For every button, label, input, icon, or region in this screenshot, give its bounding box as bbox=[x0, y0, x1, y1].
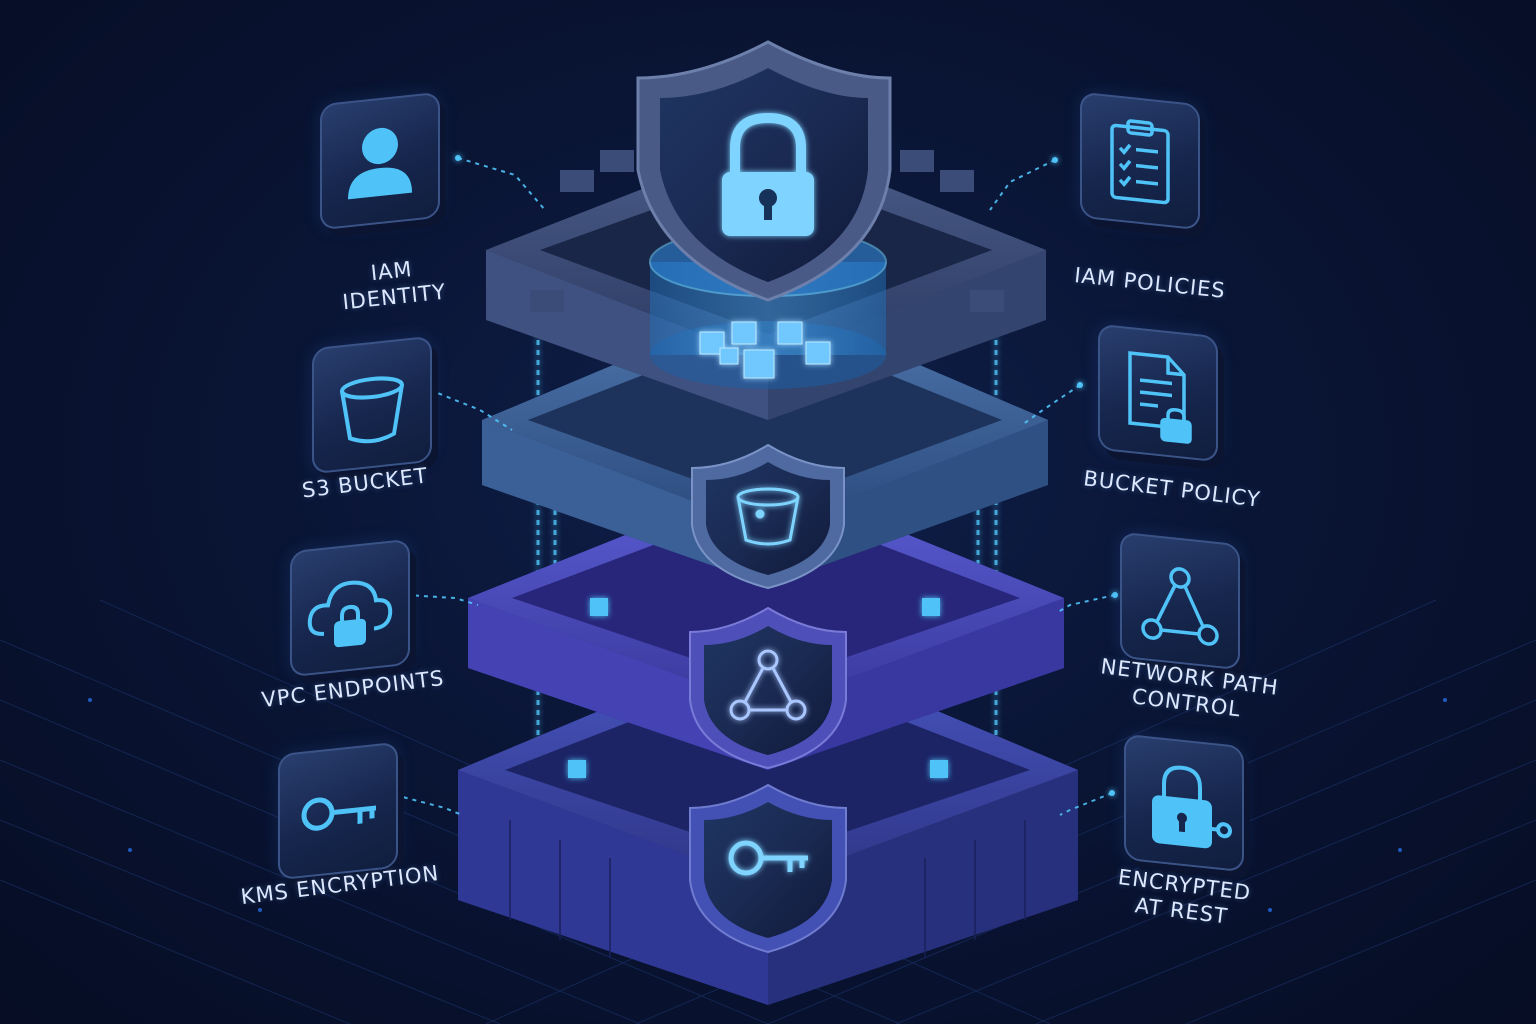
vpc-endpoints-tile bbox=[290, 538, 410, 678]
network-path-control-tile bbox=[1120, 531, 1240, 671]
kms-encryption-tile bbox=[278, 741, 398, 881]
encrypted-at-rest-tile bbox=[1124, 733, 1244, 873]
user-icon bbox=[348, 127, 412, 200]
network-shield-icon bbox=[729, 649, 807, 721]
key-icon bbox=[301, 797, 376, 831]
layer-kms-shield bbox=[689, 783, 847, 954]
document-lock-icon bbox=[1128, 351, 1192, 444]
layer-vpc bbox=[468, 478, 1064, 770]
iam-policies-tile bbox=[1080, 91, 1200, 231]
bucket-icon bbox=[340, 376, 404, 444]
triangle-network-icon bbox=[1141, 567, 1219, 646]
bucket-shield-icon bbox=[736, 487, 800, 546]
layer-s3-shield bbox=[691, 443, 845, 590]
s3-bucket-tile bbox=[312, 335, 432, 475]
bucket-policy-tile bbox=[1098, 323, 1218, 463]
layer-top-shield bbox=[636, 40, 892, 302]
side-connectors bbox=[394, 157, 1116, 816]
clipboard-checklist-icon bbox=[1110, 119, 1170, 205]
iam-identity-tile bbox=[320, 91, 440, 231]
padlock-shield-icon bbox=[722, 112, 814, 236]
grid-sparkles bbox=[88, 698, 1447, 912]
cloud-lock-icon bbox=[307, 580, 393, 648]
key-shield-icon bbox=[728, 840, 808, 876]
padlock-key-icon bbox=[1152, 765, 1232, 849]
layer-vpc-shield bbox=[689, 606, 847, 770]
